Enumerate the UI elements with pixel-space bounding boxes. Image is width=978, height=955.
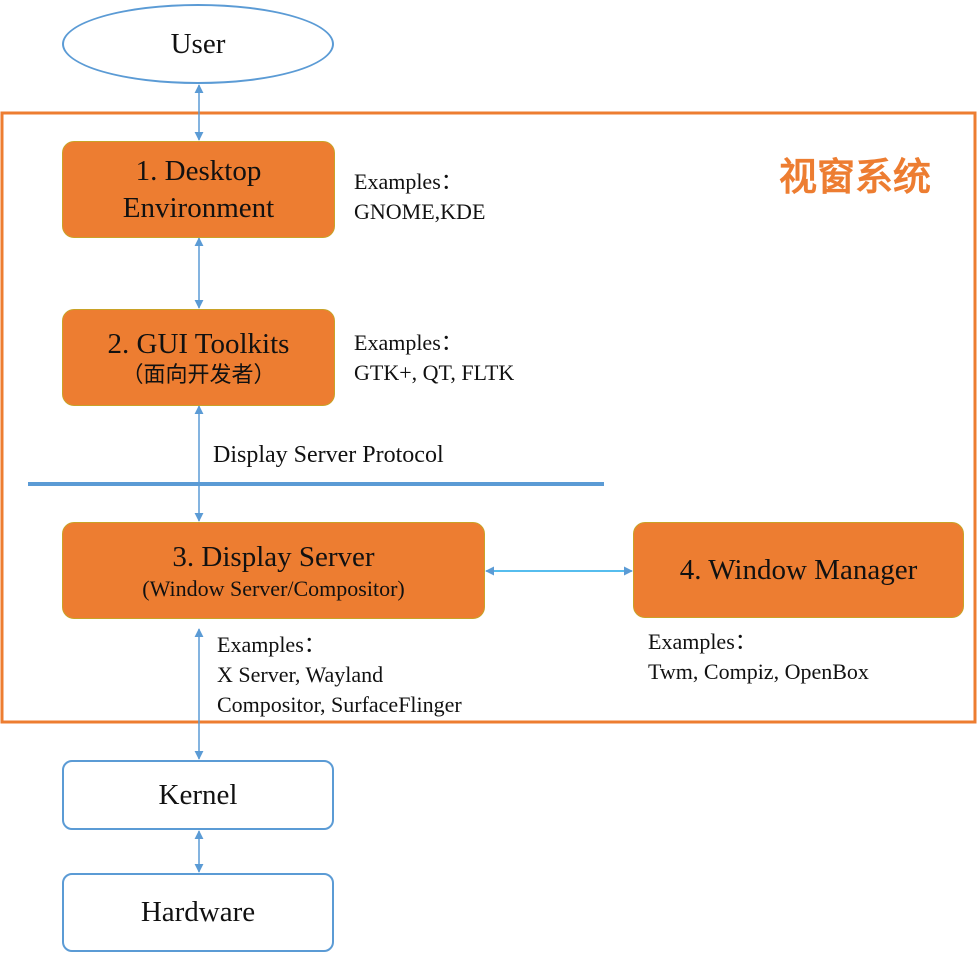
display-server-node: 3. Display Server (Window Server/Composi… [62,522,485,619]
gui-toolkits-line1: 2. GUI Toolkits [107,327,290,360]
user-label: User [170,27,226,60]
gui-toolkits-node: 2. GUI Toolkits （面向开发者） [62,309,335,406]
protocol-label: Display Server Protocol [213,442,444,468]
kernel-node: Kernel [62,760,334,830]
gui-examples: Examples： GTK+, QT, FLTK [354,328,514,388]
wm-examples-list: Twm, Compiz, OpenBox [648,659,869,684]
window-manager-node: 4. Window Manager [633,522,964,618]
desktop-environment-line1: 1. Desktop [135,155,262,188]
desktop-environment-node: 1. Desktop Environment [62,141,335,238]
display-examples-line1: X Server, Wayland [217,662,384,687]
display-server-line2: (Window Server/Compositor) [142,575,405,601]
wm-examples-heading: Examples： [648,629,757,654]
window-system-title: 视窗系统 [779,155,932,199]
desktop-examples: Examples： GNOME,KDE [354,167,485,227]
hardware-label: Hardware [140,896,256,929]
user-node: User [62,4,334,84]
window-system-frame [0,111,977,724]
display-examples: Examples： X Server, Wayland Compositor, … [217,630,462,720]
window-manager-label: 4. Window Manager [679,553,918,586]
kernel-label: Kernel [158,778,238,811]
hardware-node: Hardware [62,873,334,952]
display-server-line1: 3. Display Server [172,540,375,573]
display-examples-heading: Examples： [217,632,326,657]
desktop-environment-line2: Environment [122,191,275,224]
display-examples-line2: Compositor, SurfaceFlinger [217,692,462,717]
gui-examples-heading: Examples： [354,330,463,355]
desktop-examples-list: GNOME,KDE [354,199,486,224]
wm-examples: Examples： Twm, Compiz, OpenBox [648,627,869,687]
desktop-examples-heading: Examples： [354,169,463,194]
gui-toolkits-line2: （面向开发者） [121,362,276,388]
gui-examples-list: GTK+, QT, FLTK [354,360,515,385]
